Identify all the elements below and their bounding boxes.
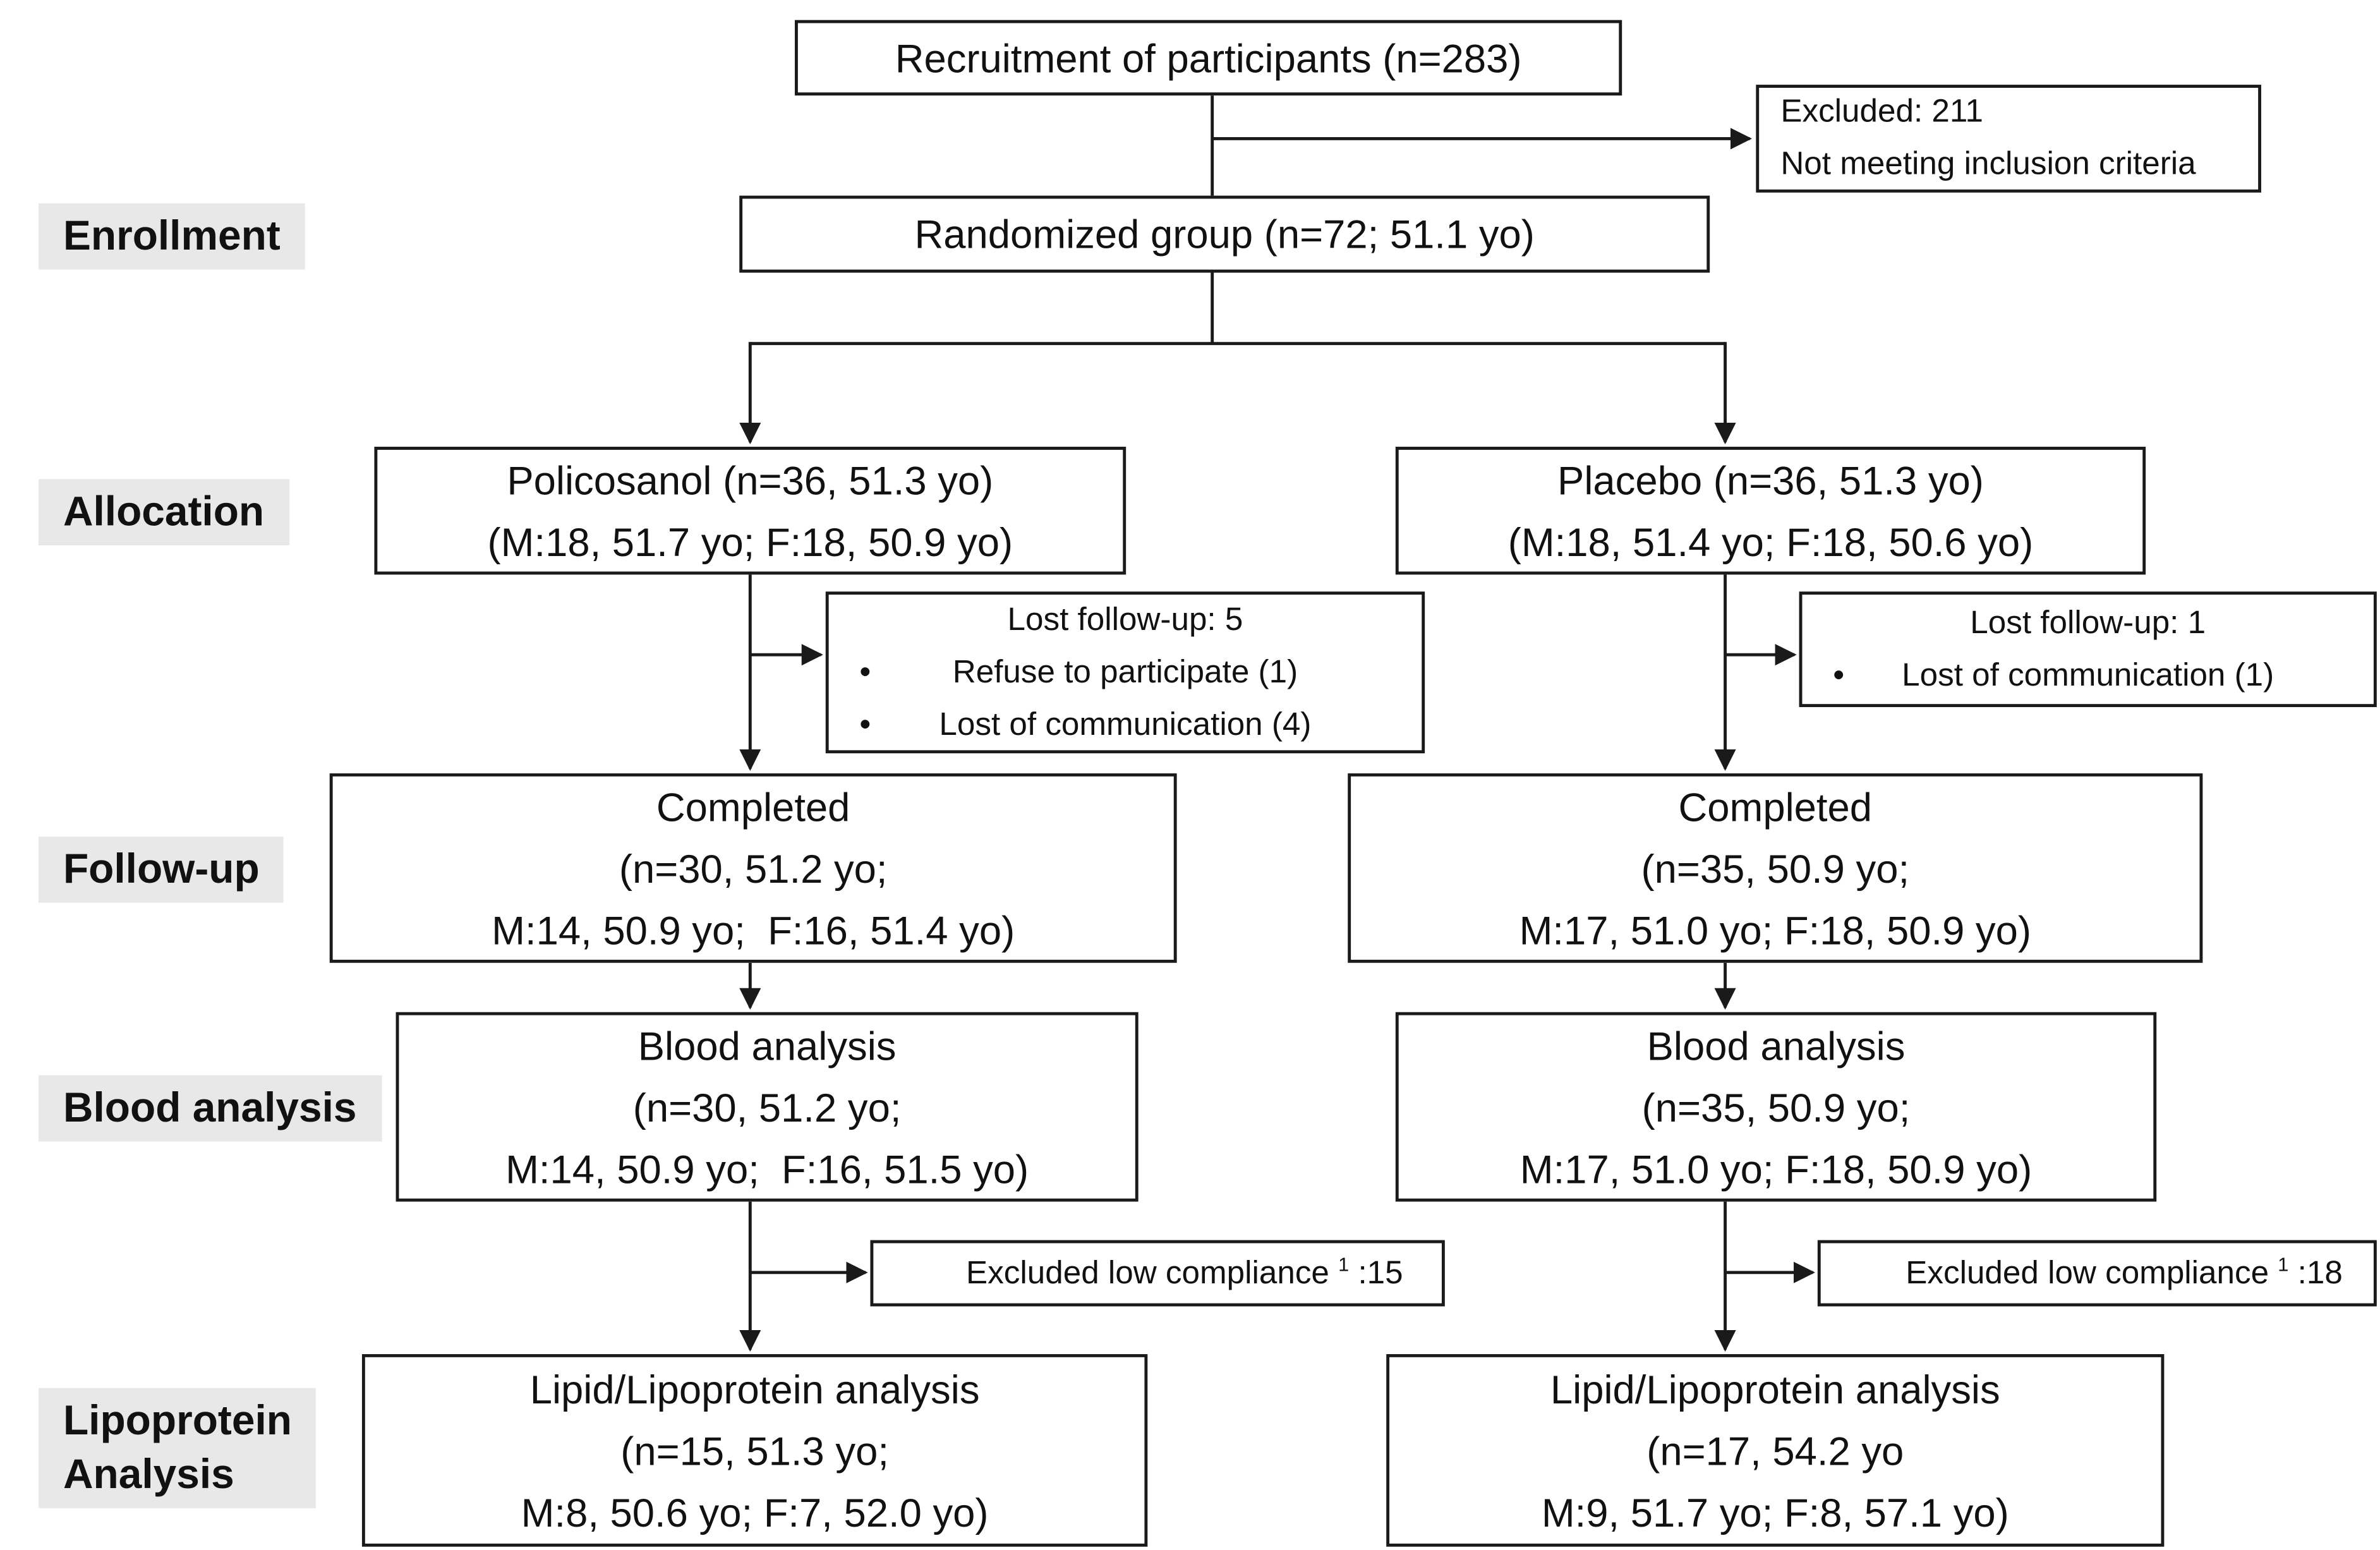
completed-right-line1: Completed <box>1678 783 1873 830</box>
completed-left-line1: Completed <box>656 783 850 830</box>
lipid-left-line1: Lipid/Lipoprotein analysis <box>529 1365 980 1412</box>
stage-label-text: Blood analysis <box>63 1084 357 1131</box>
completed-left-box: Completed (n=30, 51.2 yo; M:14, 50.9 yo;… <box>329 773 1177 963</box>
completed-left-line3: M:14, 50.9 yo; F:16, 51.4 yo) <box>492 906 1015 953</box>
excluded-compliance-right-box: Excluded low compliance 1 :18 <box>1817 1240 2377 1307</box>
stage-label-lipoprotein-analysis: Lipoprotein Analysis <box>38 1388 317 1508</box>
stage-label-followup: Follow-up <box>38 836 284 903</box>
excluded-box: Excluded: 211 Not meeting inclusion crit… <box>1756 85 2261 193</box>
lost-left-title: Lost follow-up: 5 <box>1007 602 1243 638</box>
completed-right-line3: M:17, 51.0 yo; F:18, 50.9 yo) <box>1519 906 2031 953</box>
stage-label-text: Enrollment <box>63 212 281 259</box>
stage-label-blood-analysis: Blood analysis <box>38 1075 382 1142</box>
randomized-box: Randomized group (n=72; 51.1 yo) <box>739 195 1710 273</box>
lipid-right-line2: (n=17, 54.2 yo <box>1646 1427 1904 1474</box>
completed-left-line2: (n=30, 51.2 yo; <box>619 845 888 892</box>
stage-label-text: Lipoprotein <box>63 1397 292 1444</box>
recruitment-text: Recruitment of participants (n=283) <box>895 34 1522 81</box>
blood-left-line1: Blood analysis <box>637 1022 897 1069</box>
lipid-left-line2: (n=15, 51.3 yo; <box>620 1427 889 1474</box>
blood-analysis-right-box: Blood analysis (n=35, 50.9 yo; M:17, 51.… <box>1395 1012 2157 1202</box>
lost-left-item-text: Refuse to participate (1) <box>952 653 1298 690</box>
bullet-icon: • <box>859 653 871 690</box>
recruitment-box: Recruitment of participants (n=283) <box>795 20 1622 96</box>
bullet-icon: • <box>1833 657 1845 693</box>
lipid-analysis-left-box: Lipid/Lipoprotein analysis (n=15, 51.3 y… <box>361 1354 1148 1547</box>
policosanol-line2: (M:18, 51.7 yo; F:18, 50.9 yo) <box>487 518 1013 565</box>
blood-left-line2: (n=30, 51.2 yo; <box>632 1084 902 1130</box>
lost-followup-right-box: Lost follow-up: 1 • Lost of communicatio… <box>1799 591 2377 708</box>
stage-label-allocation: Allocation <box>38 479 289 546</box>
stage-label-text: Follow-up <box>63 845 260 892</box>
footnote-marker: 1 <box>2278 1253 2289 1275</box>
lost-left-item: • Lost of communication (4) <box>829 699 1422 751</box>
completed-right-line2: (n=35, 50.9 yo; <box>1641 845 1910 892</box>
excl-left-prefix: Excluded low compliance <box>966 1254 1339 1290</box>
lipid-left-line3: M:8, 50.6 yo; F:7, 52.0 yo) <box>521 1489 989 1535</box>
lost-followup-left-box: Lost follow-up: 5 • Refuse to participat… <box>825 591 1425 754</box>
policosanol-line1: Policosanol (n=36, 51.3 yo) <box>507 456 994 504</box>
lost-right-item: • Lost of communication (1) <box>1802 650 2373 702</box>
stage-label-text: Allocation <box>63 488 265 535</box>
blood-right-line1: Blood analysis <box>1646 1022 1906 1069</box>
excl-right-count: :18 <box>2288 1254 2343 1290</box>
completed-right-box: Completed (n=35, 50.9 yo; M:17, 51.0 yo;… <box>1348 773 2203 963</box>
stage-label-text: Analysis <box>63 1451 234 1498</box>
placebo-line1: Placebo (n=36, 51.3 yo) <box>1557 456 1984 504</box>
blood-right-line3: M:17, 51.0 yo; F:18, 50.9 yo) <box>1519 1145 2033 1192</box>
lost-right-item-text: Lost of communication (1) <box>1902 657 2274 693</box>
lipid-analysis-right-box: Lipid/Lipoprotein analysis (n=17, 54.2 y… <box>1386 1354 2165 1547</box>
placebo-box: Placebo (n=36, 51.3 yo) (M:18, 51.4 yo; … <box>1395 447 2146 575</box>
blood-right-line2: (n=35, 50.9 yo; <box>1641 1084 1911 1130</box>
footnote-marker: 1 <box>1338 1253 1350 1275</box>
lost-right-title: Lost follow-up: 1 <box>1970 604 2206 640</box>
lost-left-item: • Refuse to participate (1) <box>829 646 1422 699</box>
randomized-text: Randomized group (n=72; 51.1 yo) <box>914 211 1535 258</box>
excluded-reason-text: Not meeting inclusion criteria <box>1780 146 2196 182</box>
bullet-icon: • <box>859 706 871 742</box>
lipid-right-line1: Lipid/Lipoprotein analysis <box>1550 1365 2000 1412</box>
policosanol-box: Policosanol (n=36, 51.3 yo) (M:18, 51.7 … <box>374 447 1127 575</box>
excluded-count-text: Excluded: 211 <box>1780 94 1984 130</box>
blood-analysis-left-box: Blood analysis (n=30, 51.2 yo; M:14, 50.… <box>396 1012 1139 1202</box>
excluded-compliance-left-text: Excluded low compliance 1 :15 <box>912 1195 1403 1352</box>
excluded-compliance-right-text: Excluded low compliance 1 :18 <box>1852 1195 2343 1352</box>
lipid-right-line3: M:9, 51.7 yo; F:8, 57.1 yo) <box>1541 1489 2009 1535</box>
excl-right-prefix: Excluded low compliance <box>1906 1254 2278 1290</box>
lost-left-item-text: Lost of communication (4) <box>939 706 1312 742</box>
excl-left-count: :15 <box>1349 1254 1403 1290</box>
placebo-line2: (M:18, 51.4 yo; F:18, 50.6 yo) <box>1507 518 2034 565</box>
blood-left-line3: M:14, 50.9 yo; F:16, 51.5 yo) <box>505 1145 1029 1192</box>
stage-label-enrollment: Enrollment <box>38 203 305 270</box>
excluded-compliance-left-box: Excluded low compliance 1 :15 <box>870 1240 1445 1307</box>
